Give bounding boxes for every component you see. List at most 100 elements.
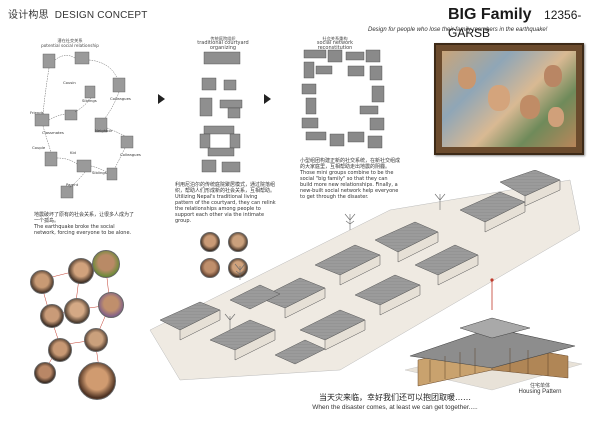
- face-photo: [228, 232, 248, 252]
- house-block: [84, 85, 96, 99]
- relation-label: Cousin: [63, 80, 76, 85]
- house-block: [106, 167, 118, 181]
- house-roof: [274, 339, 326, 365]
- slogan-cn: 当天灾来临，幸好我们还可以抱团取暖……: [319, 393, 471, 402]
- photo-face: [520, 95, 540, 119]
- house-wall: [437, 254, 479, 286]
- col3-note-cn: 小型组团构建正新的社交系统，在新社交组成的大家庭里，互相帮助走出地震的阴霾。: [300, 158, 401, 170]
- face-photo: [48, 338, 72, 362]
- tree: [434, 193, 446, 210]
- col2-title-en: traditional courtyard organizing: [197, 40, 249, 51]
- photo-face: [458, 67, 476, 89]
- section-header-cn: 设计构思: [8, 10, 49, 21]
- face-photo: [98, 292, 124, 318]
- col2-note-en: Utilizing Nepal's traditional living pat…: [175, 194, 276, 224]
- face-photo: [78, 362, 116, 400]
- housing-pattern-en: Housing Pattern: [518, 389, 562, 395]
- house-wall: [284, 287, 326, 319]
- house-wall: [339, 254, 381, 286]
- relation-label: Kid: [70, 150, 76, 155]
- col2-title-cn: 传统庭院组织: [210, 36, 236, 41]
- face-photo: [64, 298, 90, 324]
- col3-title-cn: 社会关系重构: [322, 36, 348, 41]
- relation-label: Parent: [66, 182, 79, 187]
- col1-note: 地震破坏了原有的社会关系，让很多人成为了一个孤岛。 The earthquake…: [34, 212, 134, 236]
- relation-label: Neighbor: [95, 128, 113, 133]
- relation-label: Siblings: [82, 98, 97, 103]
- courtyard-block: [219, 99, 243, 109]
- col3-note: 小型组团构建正新的社交系统，在新社交组成的大家庭里，互相帮助走出地震的阴霾。 T…: [300, 158, 400, 200]
- relation-label: Colleagues: [120, 152, 141, 157]
- col1-title-en: potential social relationship: [41, 43, 99, 48]
- face-photo: [200, 232, 220, 252]
- courtyard-block: [223, 79, 237, 91]
- house-block: [34, 113, 50, 127]
- photo-face: [488, 85, 510, 111]
- face-photo: [68, 258, 94, 284]
- house-wall: [324, 319, 366, 351]
- photo-face: [544, 65, 562, 87]
- col1-title: 潜在社交关系 potential social relationship: [40, 38, 100, 48]
- tree: [224, 313, 236, 330]
- tree: [344, 213, 356, 230]
- courtyard-diagram: [199, 51, 243, 173]
- courtyard-block: [229, 133, 241, 149]
- courtyard-block: [221, 161, 241, 173]
- courtyard-block: [199, 97, 213, 117]
- network-diagram: [301, 49, 385, 149]
- col3-title: 社会关系重构 social network reconstitution: [300, 36, 370, 51]
- house-block: [94, 117, 108, 133]
- courtyard-block: [207, 147, 235, 157]
- col2-title: 传统庭院组织 traditional courtyard organizing: [188, 36, 258, 51]
- col1-note-en: The earthquake broke the social network,…: [34, 224, 132, 236]
- courtyard-block: [201, 159, 217, 173]
- house-roof: [409, 327, 576, 369]
- slogan: 当天灾来临，幸好我们还可以抱团取暖…… When the disaster co…: [290, 392, 500, 411]
- house-block: [44, 151, 58, 167]
- face-photo: [84, 328, 108, 352]
- house-wall: [484, 201, 526, 233]
- face-photo: [40, 304, 64, 328]
- project-title: BIG Family: [448, 6, 532, 23]
- house-block: [60, 185, 74, 199]
- relationship-diagram: [34, 51, 134, 199]
- relation-label: Classmates: [42, 130, 64, 135]
- house-block: [76, 159, 92, 173]
- house-wall: [379, 284, 421, 316]
- house-roof: [229, 284, 281, 310]
- house-block: [74, 51, 90, 65]
- family-photo-frame: [434, 43, 584, 155]
- house-wall: [234, 329, 276, 361]
- house-wall: [179, 309, 221, 341]
- relation-label: Couple: [32, 145, 46, 150]
- house-block: [64, 109, 78, 121]
- col3-note-en: Those mini groups combine to be the soci…: [300, 170, 399, 200]
- project-code: 12356-GARSB: [448, 8, 582, 40]
- callout-dot: [490, 278, 494, 282]
- aerial-site-rendering: [149, 170, 580, 381]
- housing-pattern-cn: 住宅单体: [529, 383, 550, 389]
- housing-pattern-rendering: [404, 317, 583, 391]
- housing-pattern-label: 住宅单体 Housing Pattern: [510, 383, 570, 396]
- project-title-block: BIG Family 12356-GARSB: [448, 6, 600, 42]
- house-wall: [397, 231, 439, 263]
- tree: [234, 263, 246, 280]
- courtyard-block: [203, 51, 241, 65]
- arrow-right-icon: [264, 94, 271, 104]
- section-header-en: DESIGN CONCEPT: [54, 10, 148, 21]
- col2-note-cn: 利用尼泊尔的传统庭院聚居模式，通过院落组织，帮助人们形成新的社会关系，互相帮助。: [175, 182, 276, 194]
- face-photo: [200, 258, 220, 278]
- section-header: 设计构思 DESIGN CONCEPT: [8, 6, 148, 21]
- courtyard-block: [199, 133, 211, 149]
- house-roof-ridge: [459, 317, 531, 339]
- relation-label: Friends: [30, 110, 44, 115]
- slogan-en: When the disaster comes, at least we can…: [312, 404, 478, 411]
- relation-label: Colleagues: [110, 96, 131, 101]
- col2-note: 利用尼泊尔的传统庭院聚居模式，通过院落组织，帮助人们形成新的社会关系，互相帮助。…: [175, 182, 277, 224]
- house-block: [42, 53, 56, 69]
- arrow-right-icon: [158, 94, 165, 104]
- courtyard-block: [227, 107, 241, 119]
- face-photo: [30, 270, 54, 294]
- project-subtitle: Design for people who lose their family …: [368, 27, 548, 33]
- col1-title-cn: 潜在社交关系: [57, 38, 83, 43]
